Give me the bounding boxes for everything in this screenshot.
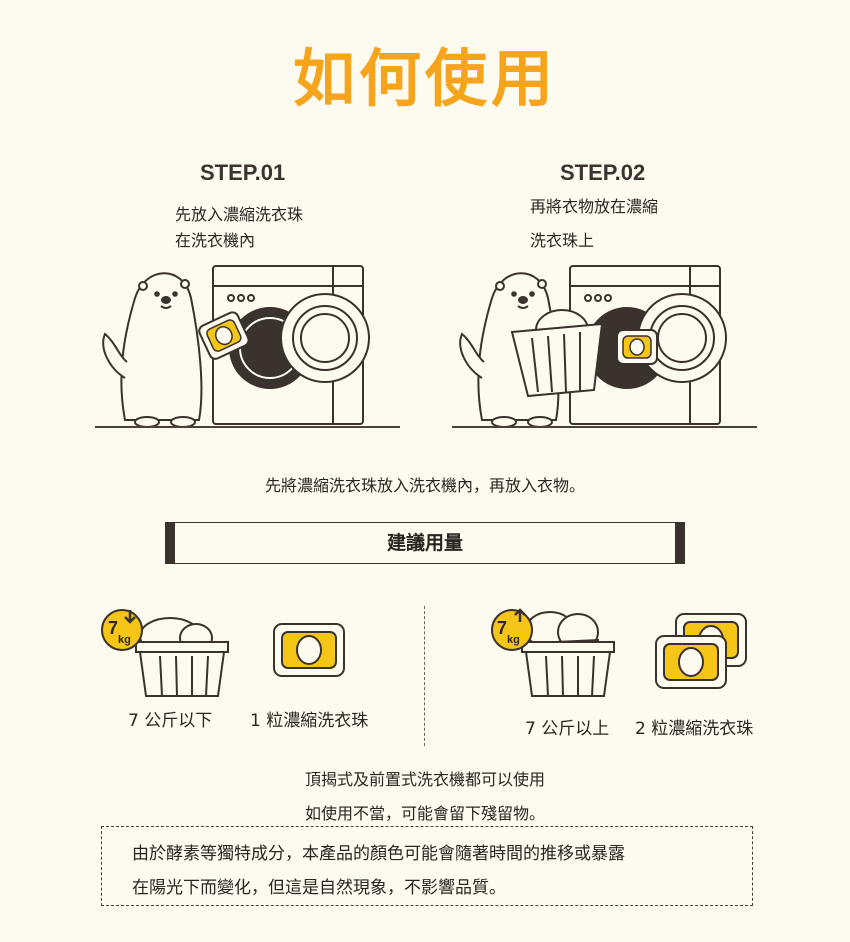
- step-1-label: STEP.01: [200, 160, 286, 185]
- washing-machine-icon: [212, 265, 370, 425]
- step-2-label: STEP.02: [560, 160, 646, 185]
- heavy-load-weight: 7 公斤以上: [525, 719, 610, 739]
- dosage-heading: 建議用量: [165, 522, 685, 564]
- arrow-down-icon: [124, 610, 136, 624]
- step-1-illustration: [102, 265, 370, 428]
- page-title: 如何使用: [292, 42, 557, 115]
- step-1-text-line2: 在洗衣機內: [175, 231, 256, 250]
- step-2-illustration: [459, 265, 727, 428]
- detergent-pod-icon: [616, 329, 658, 365]
- step-1-text-line1: 先放入濃縮洗衣珠: [175, 205, 304, 224]
- weight-badge-number: 7: [497, 618, 508, 638]
- usage-caption: 先將濃縮洗衣珠放入洗衣機內，再放入衣物。: [264, 476, 585, 495]
- light-load-dose: 1 粒濃縮洗衣珠: [250, 711, 369, 731]
- arrow-up-icon: [514, 608, 526, 622]
- step-2-text-line2: 洗衣珠上: [530, 231, 595, 250]
- heavy-load-dose: 2 粒濃縮洗衣珠: [635, 719, 754, 739]
- heavy-load-basket-icon: [491, 608, 615, 697]
- detergent-pod-icon: [198, 311, 250, 360]
- notice-line-2: 在陽光下而變化，但這是自然現象，不影響品質。: [132, 878, 506, 898]
- otter-icon: [102, 272, 203, 428]
- two-detergent-pods-icon: [655, 613, 747, 689]
- light-load-weight: 7 公斤以下: [128, 711, 213, 731]
- floor-line: [95, 426, 400, 428]
- weight-badge-unit: kg: [507, 634, 520, 646]
- notice-line-1: 由於酵素等獨特成分，本產品的顏色可能會隨著時間的推移或暴露: [132, 844, 625, 864]
- laundry-basket-icon: [510, 309, 604, 398]
- color-change-notice: 由於酵素等獨特成分，本產品的顏色可能會隨著時間的推移或暴露 在陽光下而變化，但這…: [101, 826, 753, 906]
- step-2-text-line1: 再將衣物放在濃縮: [530, 197, 659, 216]
- weight-badge-number: 7: [108, 618, 119, 638]
- misuse-note: 如使用不當，可能會留下殘留物。: [304, 804, 545, 823]
- compatibility-note: 頂揭式及前置式洗衣機都可以使用: [304, 770, 545, 789]
- weight-badge-unit: kg: [118, 634, 131, 646]
- detergent-pod-icon: [273, 623, 345, 677]
- light-load-basket-icon: [101, 609, 229, 697]
- dosage-divider: [424, 606, 425, 746]
- floor-line: [452, 426, 757, 428]
